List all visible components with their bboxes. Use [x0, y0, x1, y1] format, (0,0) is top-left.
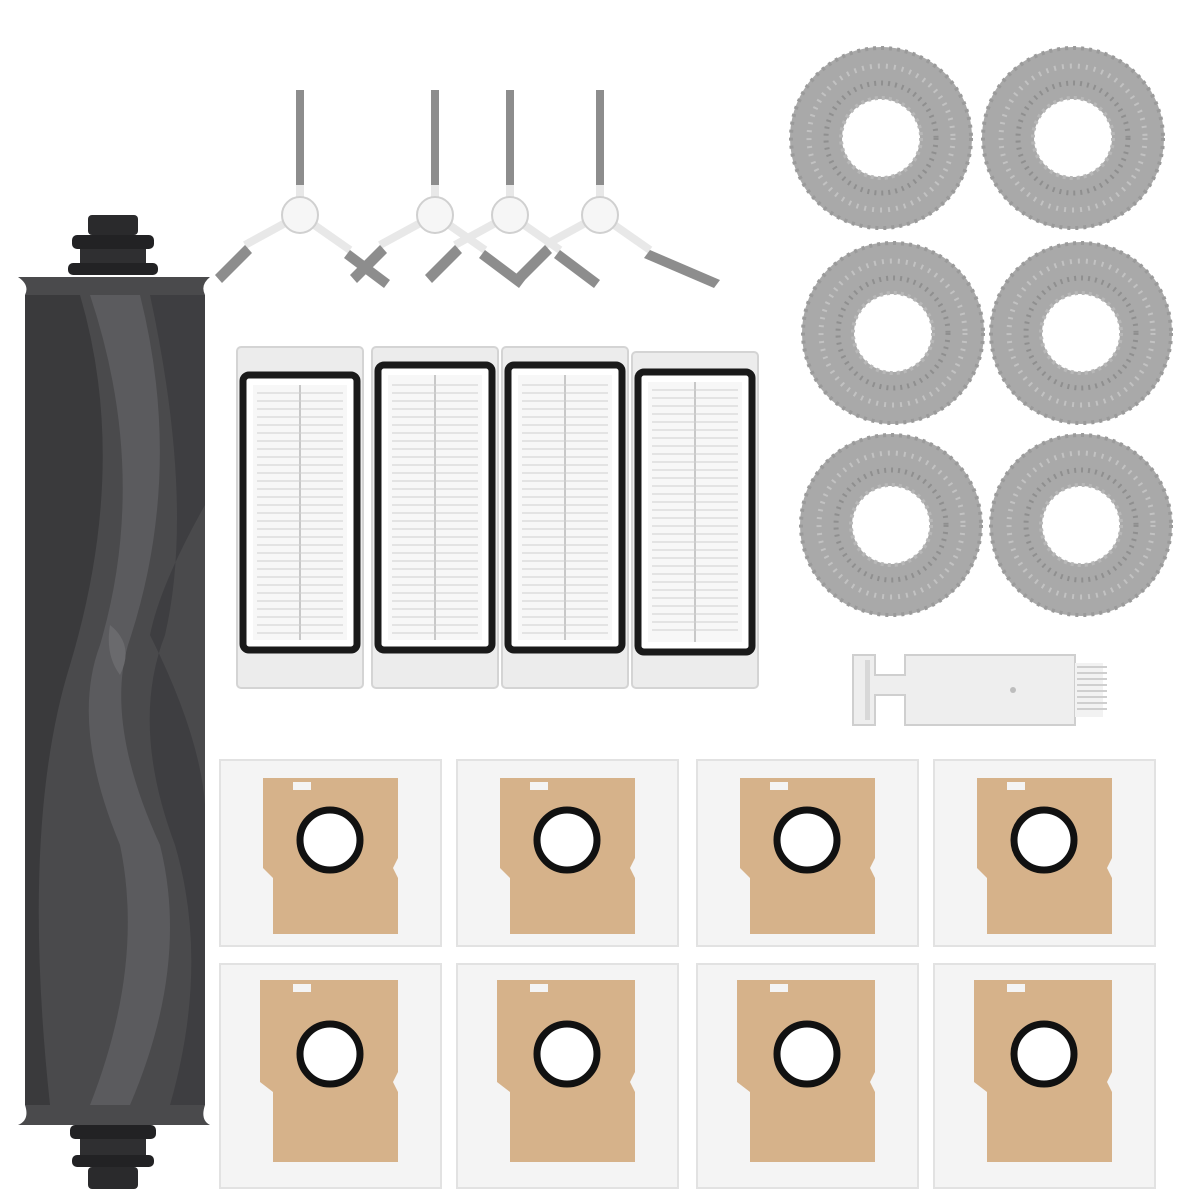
dust-bag-3	[695, 758, 920, 948]
dust-bag-8	[932, 962, 1157, 1190]
mop-pad-icon	[801, 241, 985, 425]
hepa-filter-icon	[371, 346, 499, 689]
side-brush-4	[510, 85, 725, 300]
main-roller-brush-icon	[18, 215, 210, 1189]
hepa-filter-2	[370, 345, 500, 690]
mop-pad-icon	[981, 46, 1165, 230]
dust-bag-1	[218, 758, 443, 948]
hepa-filter-1	[235, 345, 365, 690]
dust-bag-5	[218, 962, 443, 1190]
cleaning-tool	[845, 645, 1115, 735]
main-roller-brush	[10, 205, 225, 1195]
mop-pad-icon	[789, 46, 973, 230]
cleaning-tool-icon	[852, 654, 1107, 726]
hepa-filter-icon	[501, 346, 629, 689]
side-brush-icon	[425, 90, 600, 288]
dust-bag-icon	[456, 963, 679, 1189]
hepa-filter-4	[630, 350, 760, 690]
dust-bag-icon	[696, 963, 919, 1189]
mop-pad-5	[798, 432, 984, 618]
mop-pad-icon	[989, 433, 1173, 617]
hepa-filter-icon	[236, 346, 364, 689]
mop-pad-4	[988, 240, 1174, 426]
side-brush-2	[345, 85, 525, 300]
dust-bag-icon	[219, 963, 442, 1189]
side-brush-icon	[515, 90, 720, 288]
dust-bag-2	[455, 758, 680, 948]
mop-pad-2	[980, 45, 1166, 231]
dust-bag-6	[455, 962, 680, 1190]
mop-pad-icon	[989, 241, 1173, 425]
dust-bag-7	[695, 962, 920, 1190]
mop-pad-icon	[799, 433, 983, 617]
mop-pad-6	[988, 432, 1174, 618]
side-brush-icon	[350, 90, 525, 288]
dust-bag-icon	[933, 759, 1156, 947]
dust-bag-icon	[219, 759, 442, 947]
dust-bag-icon	[933, 963, 1156, 1189]
mop-pad-3	[800, 240, 986, 426]
hepa-filter-3	[500, 345, 630, 690]
hepa-filter-icon	[631, 351, 759, 689]
side-brush-3	[420, 85, 600, 300]
dust-bag-icon	[696, 759, 919, 947]
mop-pad-1	[788, 45, 974, 231]
dust-bag-4	[932, 758, 1157, 948]
dust-bag-icon	[456, 759, 679, 947]
